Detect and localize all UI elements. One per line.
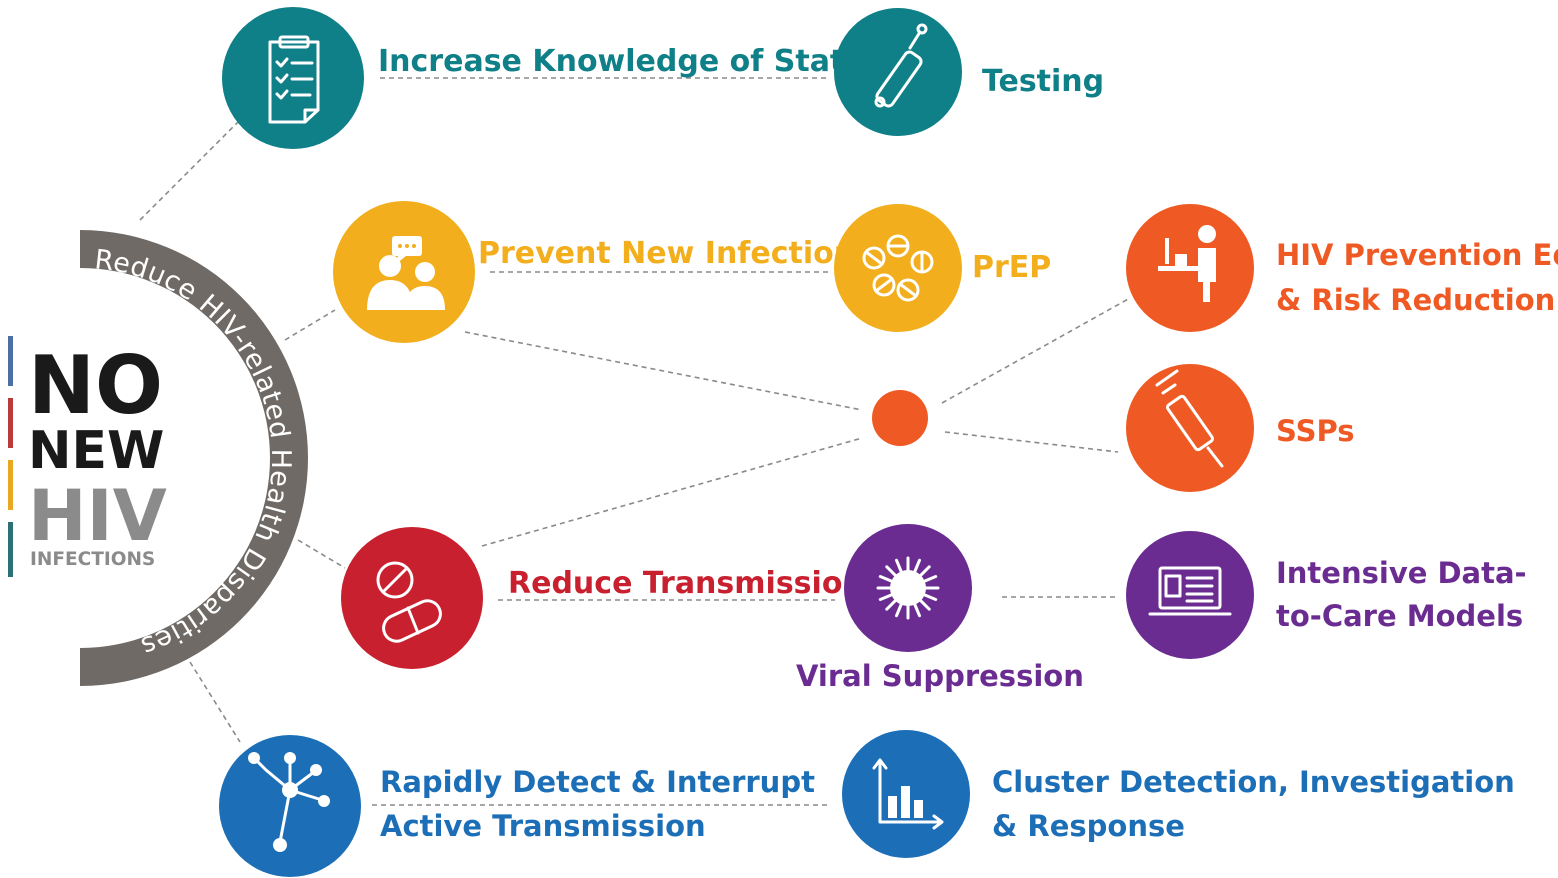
virus-spike [919, 599, 931, 611]
transmission-label: Reduce Transmission [508, 566, 864, 601]
virus-spike [895, 603, 903, 618]
brand-block: Reduce HIV-related Health Disparities NO… [8, 230, 308, 686]
test-swab-icon [874, 23, 928, 108]
data-care-line2: to-Care Models [1276, 599, 1523, 633]
connector-transmission-hub [481, 437, 863, 547]
detect-circle [219, 735, 361, 877]
viral-label: Viral Suppression [796, 659, 1084, 693]
stripe-blue [8, 336, 13, 386]
cluster-line1: Cluster Detection, Investigation [992, 765, 1515, 799]
detect-line2: Active Transmission [380, 809, 706, 843]
prevent-label: Prevent New Infections [478, 236, 873, 271]
connector-prevent [284, 309, 336, 341]
connector-hub-ssps [944, 431, 1119, 453]
node-prevent: Prevent New Infections [333, 201, 873, 343]
brand-no: NO [28, 339, 163, 432]
ssps-label: SSPs [1276, 414, 1354, 448]
virus-spike [885, 565, 897, 577]
virus-spike [885, 599, 897, 611]
node-viral: Viral Suppression [796, 524, 1084, 693]
node-transmission: Reduce Transmission [341, 527, 864, 669]
node-prep: PrEP [834, 204, 1051, 332]
pills-icon [862, 234, 934, 302]
cluster-line2: & Response [992, 809, 1185, 843]
laptop-records-icon [1148, 566, 1232, 616]
prep-circle [834, 204, 962, 332]
stripe-yellow [8, 460, 13, 510]
node-cluster: Cluster Detection, Investigation & Respo… [842, 730, 1515, 858]
node-testing: Testing [834, 8, 1104, 136]
node-status: Increase Knowledge of Status [222, 7, 884, 149]
virus-spike [923, 593, 938, 601]
connector-transmission [297, 539, 346, 569]
virus-spike [913, 558, 921, 573]
prevention-ed-line1: HIV Prevention Ed [1276, 238, 1558, 272]
bar-chart-icon [872, 758, 944, 830]
brand-infections: INFECTIONS [30, 549, 155, 570]
virus-spike [878, 593, 893, 601]
capsule-tablet-icon [376, 561, 442, 643]
prep-label: PrEP [972, 250, 1051, 285]
disparities-arc [80, 230, 308, 686]
virus-spike [923, 575, 938, 583]
prevent-circle [333, 201, 475, 343]
person-at-computer-icon [1158, 225, 1216, 302]
testing-label: Testing [982, 64, 1104, 99]
detect-line1: Rapidly Detect & Interrupt [380, 765, 815, 799]
ssps-circle [1126, 364, 1254, 492]
prevention-ed-line2: & Risk Reduction [1276, 283, 1555, 317]
testing-circle [834, 8, 962, 136]
status-label: Increase Knowledge of Status [378, 44, 884, 79]
clipboard-checklist-icon [268, 35, 320, 124]
hub-dot [872, 390, 928, 446]
virus-spike [919, 565, 931, 577]
connector-detect [189, 661, 241, 743]
connector-status [139, 119, 241, 221]
brand-hiv: HIV [28, 475, 167, 557]
virus-icon [876, 556, 940, 620]
virus-spike [913, 603, 921, 618]
network-icon [248, 752, 330, 852]
connector-prevent-hub [464, 331, 863, 411]
data-care-line1: Intensive Data- [1276, 556, 1527, 590]
stripe-red [8, 398, 13, 448]
virus-spike [878, 575, 893, 583]
people-chat-icon [367, 236, 445, 310]
transmission-circle [341, 527, 483, 669]
syringe-icon [1155, 369, 1224, 468]
node-detect: Rapidly Detect & Interrupt Active Transm… [219, 735, 815, 877]
connector-hub-prevention-ed [941, 297, 1131, 404]
virus-spike [895, 558, 903, 573]
node-ssps: SSPs [1126, 364, 1354, 492]
brand-new: NEW [28, 421, 164, 481]
node-data-care: Intensive Data- to-Care Models [1126, 531, 1527, 659]
stripe-teal [8, 522, 13, 577]
connectors [139, 77, 1131, 806]
node-prevention-ed: HIV Prevention Ed & Risk Reduction [1126, 204, 1558, 332]
